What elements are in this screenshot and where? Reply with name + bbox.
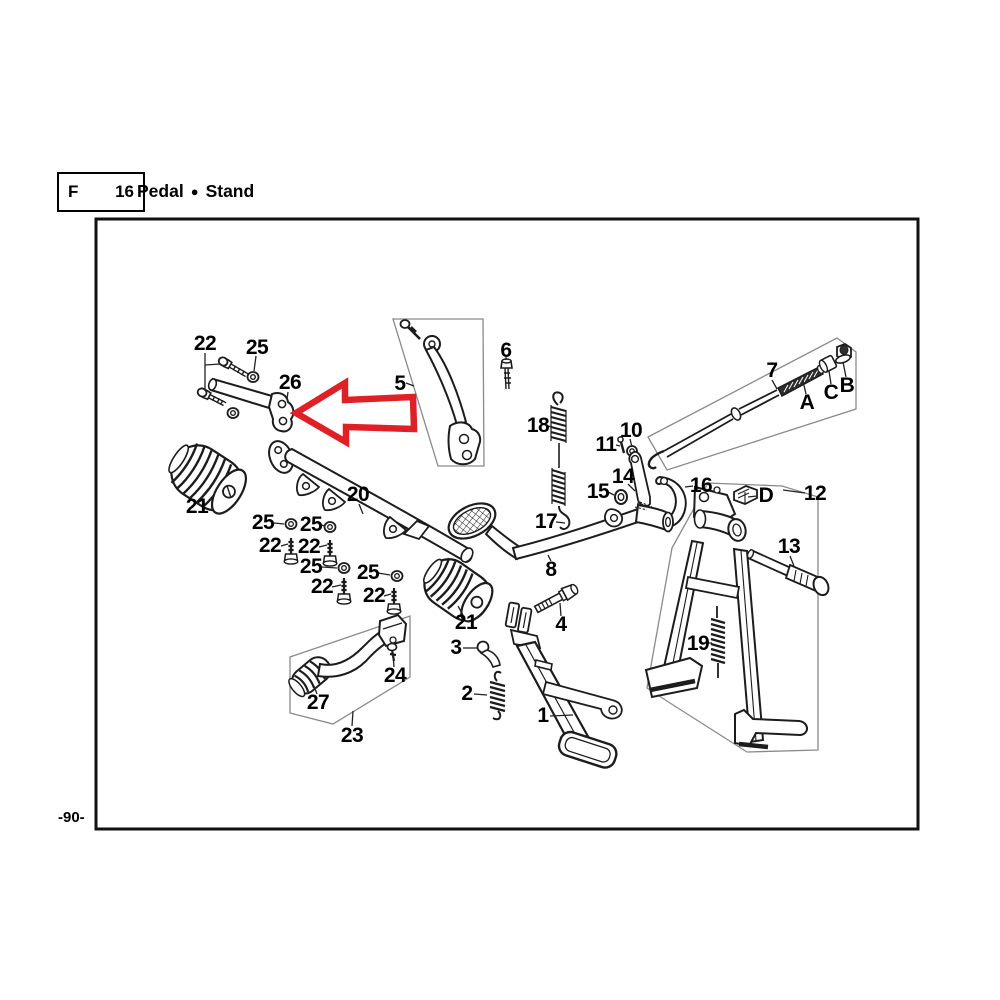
washer-25-lower xyxy=(226,407,240,419)
pointer-arrow xyxy=(289,377,418,448)
title-bullet: ● xyxy=(190,184,199,199)
diagram-frame xyxy=(94,217,920,831)
side-stand-1 xyxy=(504,601,623,769)
spring-17 xyxy=(551,443,571,530)
footrest-rubber-21-left xyxy=(168,443,247,515)
title-word-1: Pedal xyxy=(137,181,184,201)
brake-rod-7 xyxy=(647,364,825,470)
center-stand-12 xyxy=(644,485,808,750)
washer-25-upper xyxy=(246,371,260,383)
bolts-22-cluster xyxy=(283,538,402,615)
washers-25-cluster xyxy=(284,518,404,582)
box-part5 xyxy=(392,318,485,467)
bolt-4 xyxy=(533,583,579,614)
page-number: -90- xyxy=(58,809,85,826)
pedal-arm-5 xyxy=(399,319,482,466)
sheet-code-letter: F xyxy=(68,182,79,201)
box-part7 xyxy=(647,337,857,471)
bolt-22-upper xyxy=(217,356,249,378)
leader-lines xyxy=(199,353,847,727)
bolt-22-lower xyxy=(196,387,227,407)
gear-pedal-23 xyxy=(288,613,408,698)
bushing-C xyxy=(818,354,838,373)
pivot-shaft-13 xyxy=(746,548,830,597)
rubber-pad-D xyxy=(733,485,758,505)
spring-19 xyxy=(710,606,726,678)
footrest-rubber-21-center xyxy=(422,557,494,623)
page-title: Pedal ● Stand xyxy=(137,181,254,202)
brake-pedal-8 xyxy=(447,502,674,561)
washer-15 xyxy=(614,489,628,505)
pin-11 xyxy=(617,436,626,454)
sheet-code-box: F 16 xyxy=(57,172,145,212)
bolt-24 xyxy=(386,642,398,662)
joint-3 xyxy=(476,640,501,668)
bolt-6 xyxy=(500,358,513,390)
nut-B xyxy=(834,342,852,364)
box-part12 xyxy=(646,482,819,753)
title-word-2: Stand xyxy=(205,181,255,201)
spring-2 xyxy=(489,670,506,721)
pin-bracket-26 xyxy=(207,377,295,433)
sheet-code-number: 16 xyxy=(115,182,134,201)
footrest-bar-20 xyxy=(268,440,474,564)
spring-18 xyxy=(550,391,567,443)
